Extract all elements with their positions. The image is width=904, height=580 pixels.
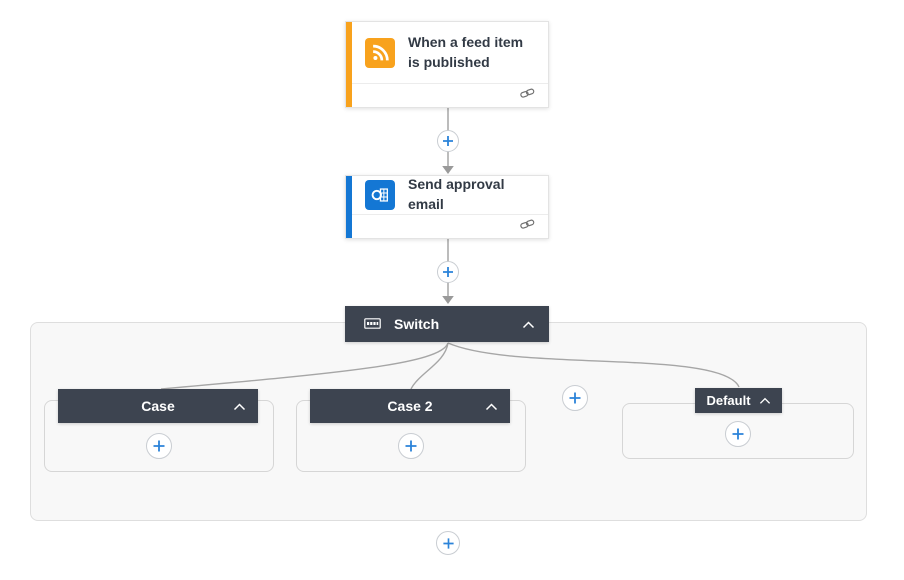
default-label: Default <box>706 393 751 408</box>
action-card[interactable]: Send approval email <box>345 175 549 239</box>
switch-label: Switch <box>394 316 440 332</box>
case2-label: Case 2 <box>387 398 433 414</box>
switch-icon <box>364 316 381 332</box>
add-case-button[interactable] <box>562 385 588 411</box>
collapse-chevron-icon[interactable] <box>233 398 246 414</box>
case1-label: Case <box>141 398 175 414</box>
case2-header[interactable]: Case 2 <box>310 389 510 423</box>
switch-header[interactable]: Switch <box>345 306 549 342</box>
trigger-accent-bar <box>346 22 352 107</box>
action-accent-bar <box>346 176 352 238</box>
connection-link-icon <box>520 87 535 105</box>
collapse-chevron-icon[interactable] <box>485 398 498 414</box>
collapse-chevron-icon[interactable] <box>522 316 535 332</box>
insert-step-button-1[interactable] <box>437 130 459 152</box>
new-step-button[interactable] <box>436 531 460 555</box>
insert-step-button-2[interactable] <box>437 261 459 283</box>
collapse-chevron-icon[interactable] <box>759 393 771 408</box>
trigger-card[interactable]: When a feed item is published <box>345 21 549 108</box>
action-title: Send approval email <box>408 176 505 212</box>
trigger-title: When a feed item is published <box>408 33 524 70</box>
case1-header[interactable]: Case <box>58 389 258 423</box>
add-action-case1-button[interactable] <box>146 433 172 459</box>
outlook-icon <box>365 180 395 210</box>
default-header[interactable]: Default <box>695 388 782 413</box>
add-action-default-button[interactable] <box>725 421 751 447</box>
connection-link-icon <box>520 218 535 236</box>
add-action-case2-button[interactable] <box>398 433 424 459</box>
rss-icon <box>365 37 395 68</box>
